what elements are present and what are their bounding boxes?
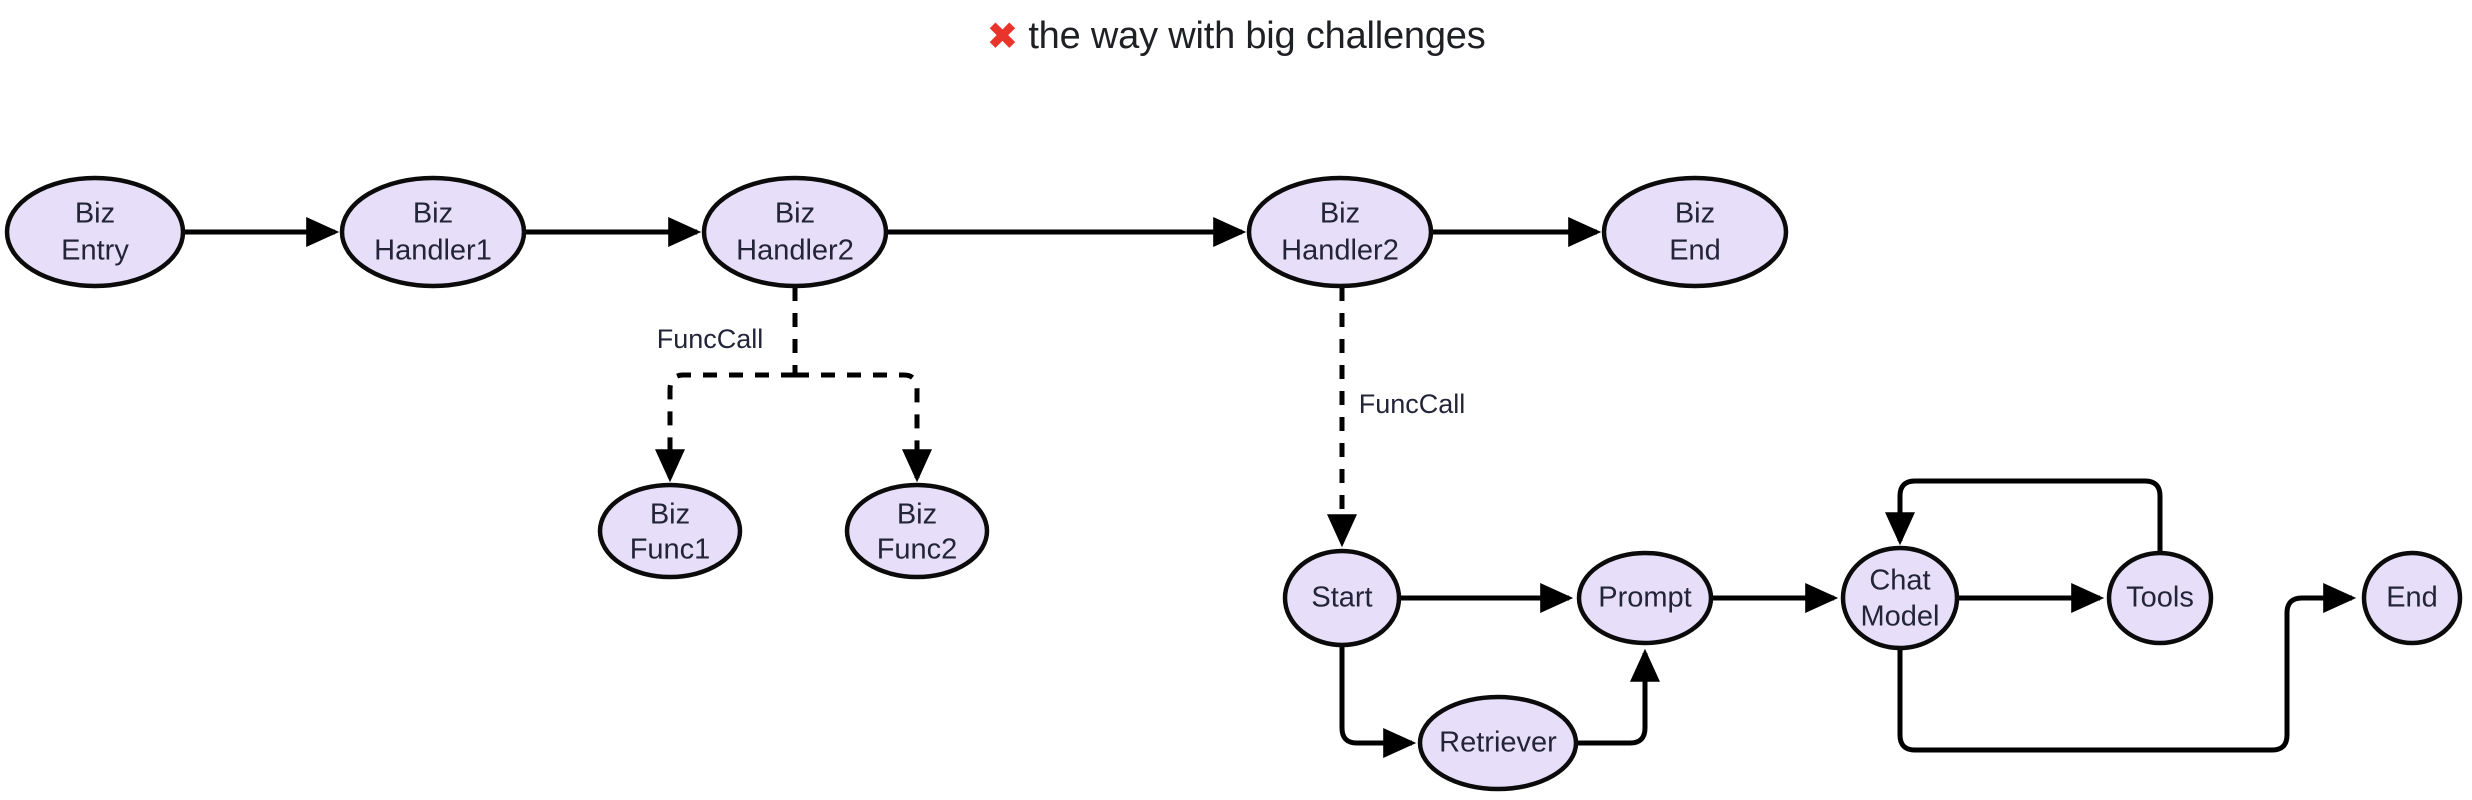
node-label-biz-func1-line1: Biz	[650, 499, 690, 531]
node-label-biz-handler1-line2: Handler1	[374, 235, 492, 267]
edge-label-funccall-right: FuncCall	[1359, 389, 1466, 419]
edge-handler2a-to-func1	[655, 372, 795, 483]
diagram-title: ✖ the way with big challenges	[0, 0, 2472, 72]
node-label-biz-entry-line1: Biz	[75, 198, 115, 230]
node-label-biz-func1-line2: Func1	[630, 534, 711, 566]
node-shape-end[interactable]	[2361, 550, 2463, 646]
node-label-biz-func2-line1: Biz	[897, 499, 937, 531]
edge-chatmodel-to-end	[1897, 583, 2357, 753]
node-label-biz-handler2b-line2: Handler2	[1281, 235, 1399, 267]
node-label-retriever: Retriever	[1439, 727, 1557, 759]
node-label-biz-handler1-line1: Biz	[413, 198, 453, 230]
node-label-tools: Tools	[2126, 582, 2194, 614]
node-biz-handler2a[interactable]: Biz Handler2	[701, 175, 889, 289]
node-label-prompt: Prompt	[1598, 582, 1691, 614]
node-label-biz-handler2b-line1: Biz	[1320, 198, 1360, 230]
node-label-biz-handler2a-line2: Handler2	[736, 235, 854, 267]
node-biz-handler2b[interactable]: Biz Handler2	[1246, 175, 1434, 289]
node-shape-biz-handler2a[interactable]	[701, 175, 889, 289]
node-label-biz-entry-line2: Entry	[61, 235, 129, 267]
node-shape-tools[interactable]	[2106, 550, 2214, 646]
node-label-biz-end-line1: Biz	[1675, 198, 1715, 230]
node-shape-biz-handler2b[interactable]	[1246, 175, 1434, 289]
node-biz-end[interactable]: Biz End	[1601, 175, 1789, 289]
node-label-chat-model-line2: Model	[1861, 601, 1940, 633]
node-shape-biz-entry[interactable]	[4, 175, 186, 289]
node-layer: Biz Entry Biz Handler1 Biz Handler2 Biz …	[4, 175, 2463, 792]
node-prompt[interactable]: Prompt	[1576, 550, 1714, 646]
node-label-biz-handler2a-line1: Biz	[775, 198, 815, 230]
node-label-biz-func2-line2: Func2	[877, 534, 958, 566]
cross-mark-icon: ✖	[986, 14, 1019, 58]
node-label-end: End	[2386, 582, 2438, 614]
edge-start-to-retriever	[1339, 646, 1417, 758]
node-start[interactable]: Start	[1282, 548, 1402, 648]
node-shape-chat-model[interactable]	[1840, 545, 1960, 651]
node-end[interactable]: End	[2361, 550, 2463, 646]
node-chat-model[interactable]: Chat Model	[1840, 545, 1960, 651]
node-retriever[interactable]: Retriever	[1417, 694, 1579, 792]
edge-retriever-to-prompt	[1577, 648, 1660, 746]
node-biz-func2[interactable]: Biz Func2	[844, 482, 990, 580]
node-biz-entry[interactable]: Biz Entry	[4, 175, 186, 289]
node-label-start: Start	[1311, 582, 1372, 614]
node-biz-func1[interactable]: Biz Func1	[597, 482, 743, 580]
node-shape-biz-end[interactable]	[1601, 175, 1789, 289]
edge-tools-to-chatmodel	[1885, 478, 2163, 553]
node-shape-start[interactable]	[1282, 548, 1402, 648]
node-shape-biz-func2[interactable]	[844, 482, 990, 580]
node-shape-biz-func1[interactable]	[597, 482, 743, 580]
node-shape-retriever[interactable]	[1417, 694, 1579, 792]
edge-label-funccall-left: FuncCall	[657, 324, 764, 354]
node-biz-handler1[interactable]: Biz Handler1	[339, 175, 527, 289]
node-tools[interactable]: Tools	[2106, 550, 2214, 646]
node-label-chat-model-line1: Chat	[1869, 565, 1930, 597]
edge-layer: FuncCall FuncCall	[185, 217, 2357, 758]
edge-handler2a-to-func2	[795, 372, 932, 483]
node-shape-prompt[interactable]	[1576, 550, 1714, 646]
diagram-title-text: the way with big challenges	[1028, 14, 1486, 57]
node-label-biz-end-line2: End	[1669, 235, 1721, 267]
node-shape-biz-handler1[interactable]	[339, 175, 527, 289]
